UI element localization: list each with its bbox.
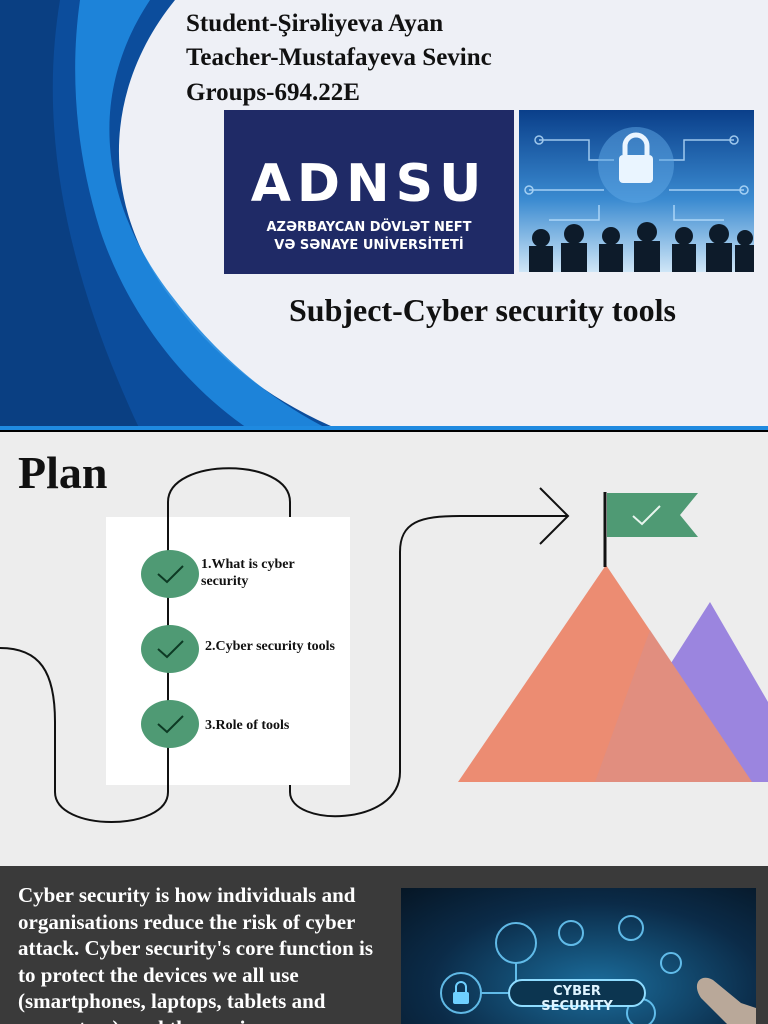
cyber-security-image: CYBER SECURITY: [401, 888, 756, 1024]
flag-check-icon: [632, 505, 661, 526]
logo-wordmark: ADNSU: [250, 154, 488, 214]
plan-item-2: 2.Cyber security tools: [205, 639, 335, 654]
cyber-hud-icons: [440, 915, 756, 1024]
mountain-flag-illustration: [458, 492, 768, 782]
check-icon: [141, 700, 199, 748]
padlock-circuit-icon: [524, 127, 754, 272]
subject-title: Subject-Cyber security tools: [289, 292, 676, 328]
plan-item-3: 3.Role of tools: [205, 718, 290, 733]
teacher-name: Teacher-Mustafayeva Sevinc: [186, 44, 492, 71]
wave-background: [0, 0, 768, 430]
student-name: Student-Şirəliyeva Ayan: [186, 10, 444, 37]
group-number: Groups-694.22E: [186, 79, 360, 106]
title-slide: Student-Şirəliyeva Ayan Teacher-Mustafay…: [0, 0, 768, 430]
cyber-security-label: CYBER SECURITY: [541, 984, 613, 1014]
cyber-security-definition: Cyber security is how individuals and or…: [18, 883, 374, 1024]
plan-item-1: 1.What is cyber security: [201, 557, 295, 589]
path-line: [0, 467, 570, 823]
check-icon: [141, 550, 199, 598]
definition-slide: Cyber security is how individuals and or…: [0, 866, 768, 1024]
cyber-lock-image: [519, 110, 754, 272]
university-logo: ADNSU AZƏRBAYCAN DÖVLƏT NEFT VƏ SƏNAYE U…: [224, 110, 514, 274]
plan-title: Plan: [18, 447, 108, 498]
logo-line-2: VƏ SƏNAYE UNİVERSİTETİ: [274, 238, 464, 253]
check-icon: [141, 625, 199, 673]
logo-line-1: AZƏRBAYCAN DÖVLƏT NEFT: [266, 220, 472, 235]
plan-slide: Plan 1.What is cyber security 2.Cyber se…: [0, 432, 768, 866]
